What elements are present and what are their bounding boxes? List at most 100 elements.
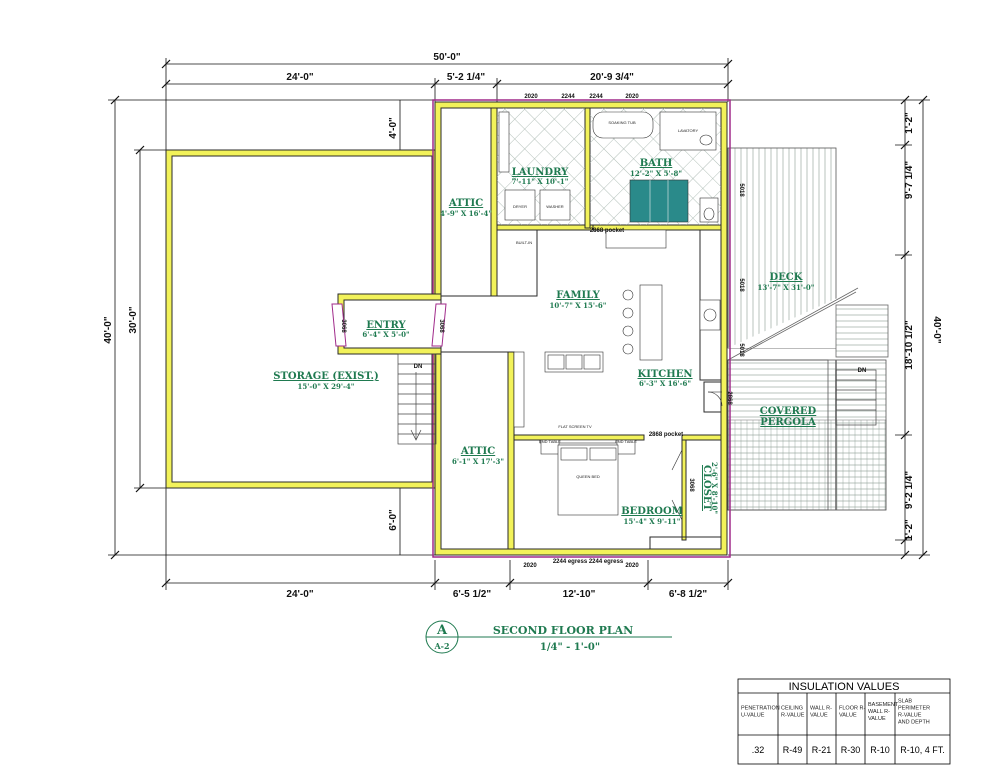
door-kitchen: 2868 [726, 391, 732, 405]
insulation-value-3: R-30 [841, 745, 861, 755]
dim-left-outer: 40'-0" [103, 316, 114, 343]
bedroom-furniture [539, 439, 636, 516]
room-storage-name: STORAGE (EXIST.) [273, 371, 378, 382]
queen-bed-label: QUEEN BED [576, 474, 600, 479]
dim-bot-a: 6'-5 1/2" [453, 589, 492, 600]
dim-bot-c: 6'-8 1/2" [669, 589, 708, 600]
room-deck-name: DECK [770, 272, 803, 283]
insulation-col-2: WALL R-VALUE [810, 706, 832, 719]
room-family-size: 10'-7" X 15'-6" [550, 301, 607, 310]
title-block [425, 620, 672, 654]
washer-label: WASHER [546, 204, 564, 209]
stairs-down-label: DN [414, 364, 423, 370]
room-attic2-name: ATTIC [460, 446, 495, 457]
end-table-2-label: END TABLE [615, 439, 637, 444]
closet-doors [671, 391, 723, 521]
room-family-name: FAMILY [556, 290, 600, 301]
dim-right-b: 9'-7 1/4" [904, 161, 915, 200]
window-bot-4: 2020 [625, 563, 639, 569]
insulation-value-5: R-10, 4 FT. [900, 745, 945, 755]
room-attic1-name: ATTIC [448, 198, 483, 209]
room-closet-size: 2'-6" X 8'-10" [710, 462, 719, 514]
dim-right-a: 1'-2" [904, 112, 915, 134]
dimension-ticks [110, 59, 928, 588]
insulation-value-4: R-10 [870, 745, 890, 755]
dim-bot-left: 24'-0" [286, 589, 313, 600]
flat-screen-label: FLAT SCREEN TV [558, 424, 592, 429]
room-bedroom-size: 15'-4" X 9'-11" [624, 517, 681, 526]
room-deck-size: 13'-7" X 31'-0" [758, 283, 815, 292]
room-pergola-name: COVERED [760, 406, 817, 417]
pocket-door-1: 2868 pocket [590, 228, 624, 234]
door-entry-right: 3068 [438, 319, 444, 333]
dim-top-left: 24'-0" [286, 72, 313, 83]
room-pergola-name2: PERGOLA [760, 417, 816, 428]
window-top-3: 2244 [589, 94, 603, 100]
sheet-number: A-2 [433, 641, 449, 651]
room-kitchen-size: 6'-3" X 16'-6" [639, 379, 691, 388]
covered-pergola [727, 359, 887, 511]
door-entry-left: 3068 [340, 319, 346, 333]
door-closet: 3068 [688, 478, 694, 492]
dim-right-outer: 40'-0" [931, 316, 942, 343]
bath-fixtures [592, 111, 719, 223]
insulation-value-2: R-21 [812, 745, 832, 755]
laundry-fixtures [498, 111, 571, 221]
window-right-1: 5018 [738, 183, 744, 197]
insulation-values: .32 R-49 R-21 R-30 R-10 R-10, 4 FT. [752, 745, 945, 755]
dimension-lines [108, 58, 930, 590]
room-bath-name: BATH [640, 158, 673, 169]
pergola-stairs-down-label: DN [858, 368, 867, 374]
drawing-scale: 1/4" - 1'-0" [540, 642, 600, 653]
room-laundry-size: 7'-11" X 10'-1" [512, 177, 569, 186]
lavatory-label: LAVATORY [678, 128, 699, 133]
end-table-1-label: END TABLE [539, 439, 561, 444]
dim-right-e: 1'-2" [904, 519, 915, 541]
dim-overall-width: 50'-0" [433, 52, 460, 63]
insulation-col-3: FLOOR R-VALUE [839, 706, 865, 719]
insulation-header: INSULATION VALUES [789, 681, 900, 693]
dryer-label: DRYER [513, 204, 527, 209]
pocket-door-2: 2868 pocket [649, 432, 683, 438]
pergola-stairs [835, 369, 877, 426]
dim-right-d: 9'-2 1/4" [904, 471, 915, 510]
window-right-2: 5018 [738, 278, 744, 292]
deck [727, 147, 889, 361]
window-bot-3: 2244 egress [589, 559, 624, 565]
window-top-2: 2244 [561, 94, 575, 100]
dim-left-inner: 30'-0" [128, 306, 139, 333]
dim-left-top: 4'-0" [388, 117, 399, 139]
stairs [397, 353, 437, 445]
insulation-table [737, 678, 951, 765]
window-right-3: 5018 [738, 343, 744, 357]
room-bedroom-name: BEDROOM [621, 506, 683, 517]
sheet-letter: A [436, 623, 448, 638]
room-kitchen-name: KITCHEN [638, 369, 693, 380]
insulation-value-1: R-49 [783, 745, 803, 755]
family-furniture [513, 229, 721, 428]
entry [331, 293, 447, 355]
window-top-4: 2020 [625, 94, 639, 100]
window-bot-2: 2244 egress [553, 559, 588, 565]
soaking-tub-label: SOAKING TUB [608, 120, 636, 125]
dim-top-right: 20'-9 3/4" [590, 72, 634, 83]
room-entry-size: 6'-4" X 5'-0" [362, 330, 409, 339]
insulation-value-0: .32 [752, 745, 765, 755]
room-entry-name: ENTRY [366, 320, 406, 331]
built-in-label: BUILT-IN [516, 240, 532, 245]
room-attic2-size: 6'-1" X 17'-3" [452, 457, 504, 466]
dim-left-bot: 6'-0" [388, 509, 399, 531]
dim-right-c: 18'-10 1/2" [904, 320, 915, 370]
room-storage-size: 15'-0" X 29'-4" [298, 382, 355, 391]
dim-top-mid: 5'-2 1/4" [447, 72, 486, 83]
room-bath-size: 12'-2" X 5'-8" [630, 169, 682, 178]
room-attic1-size: 4'-9" X 16'-4" [440, 209, 492, 218]
drawing-title: SECOND FLOOR PLAN [493, 624, 633, 637]
room-closet-name: CLOSET [701, 465, 712, 512]
